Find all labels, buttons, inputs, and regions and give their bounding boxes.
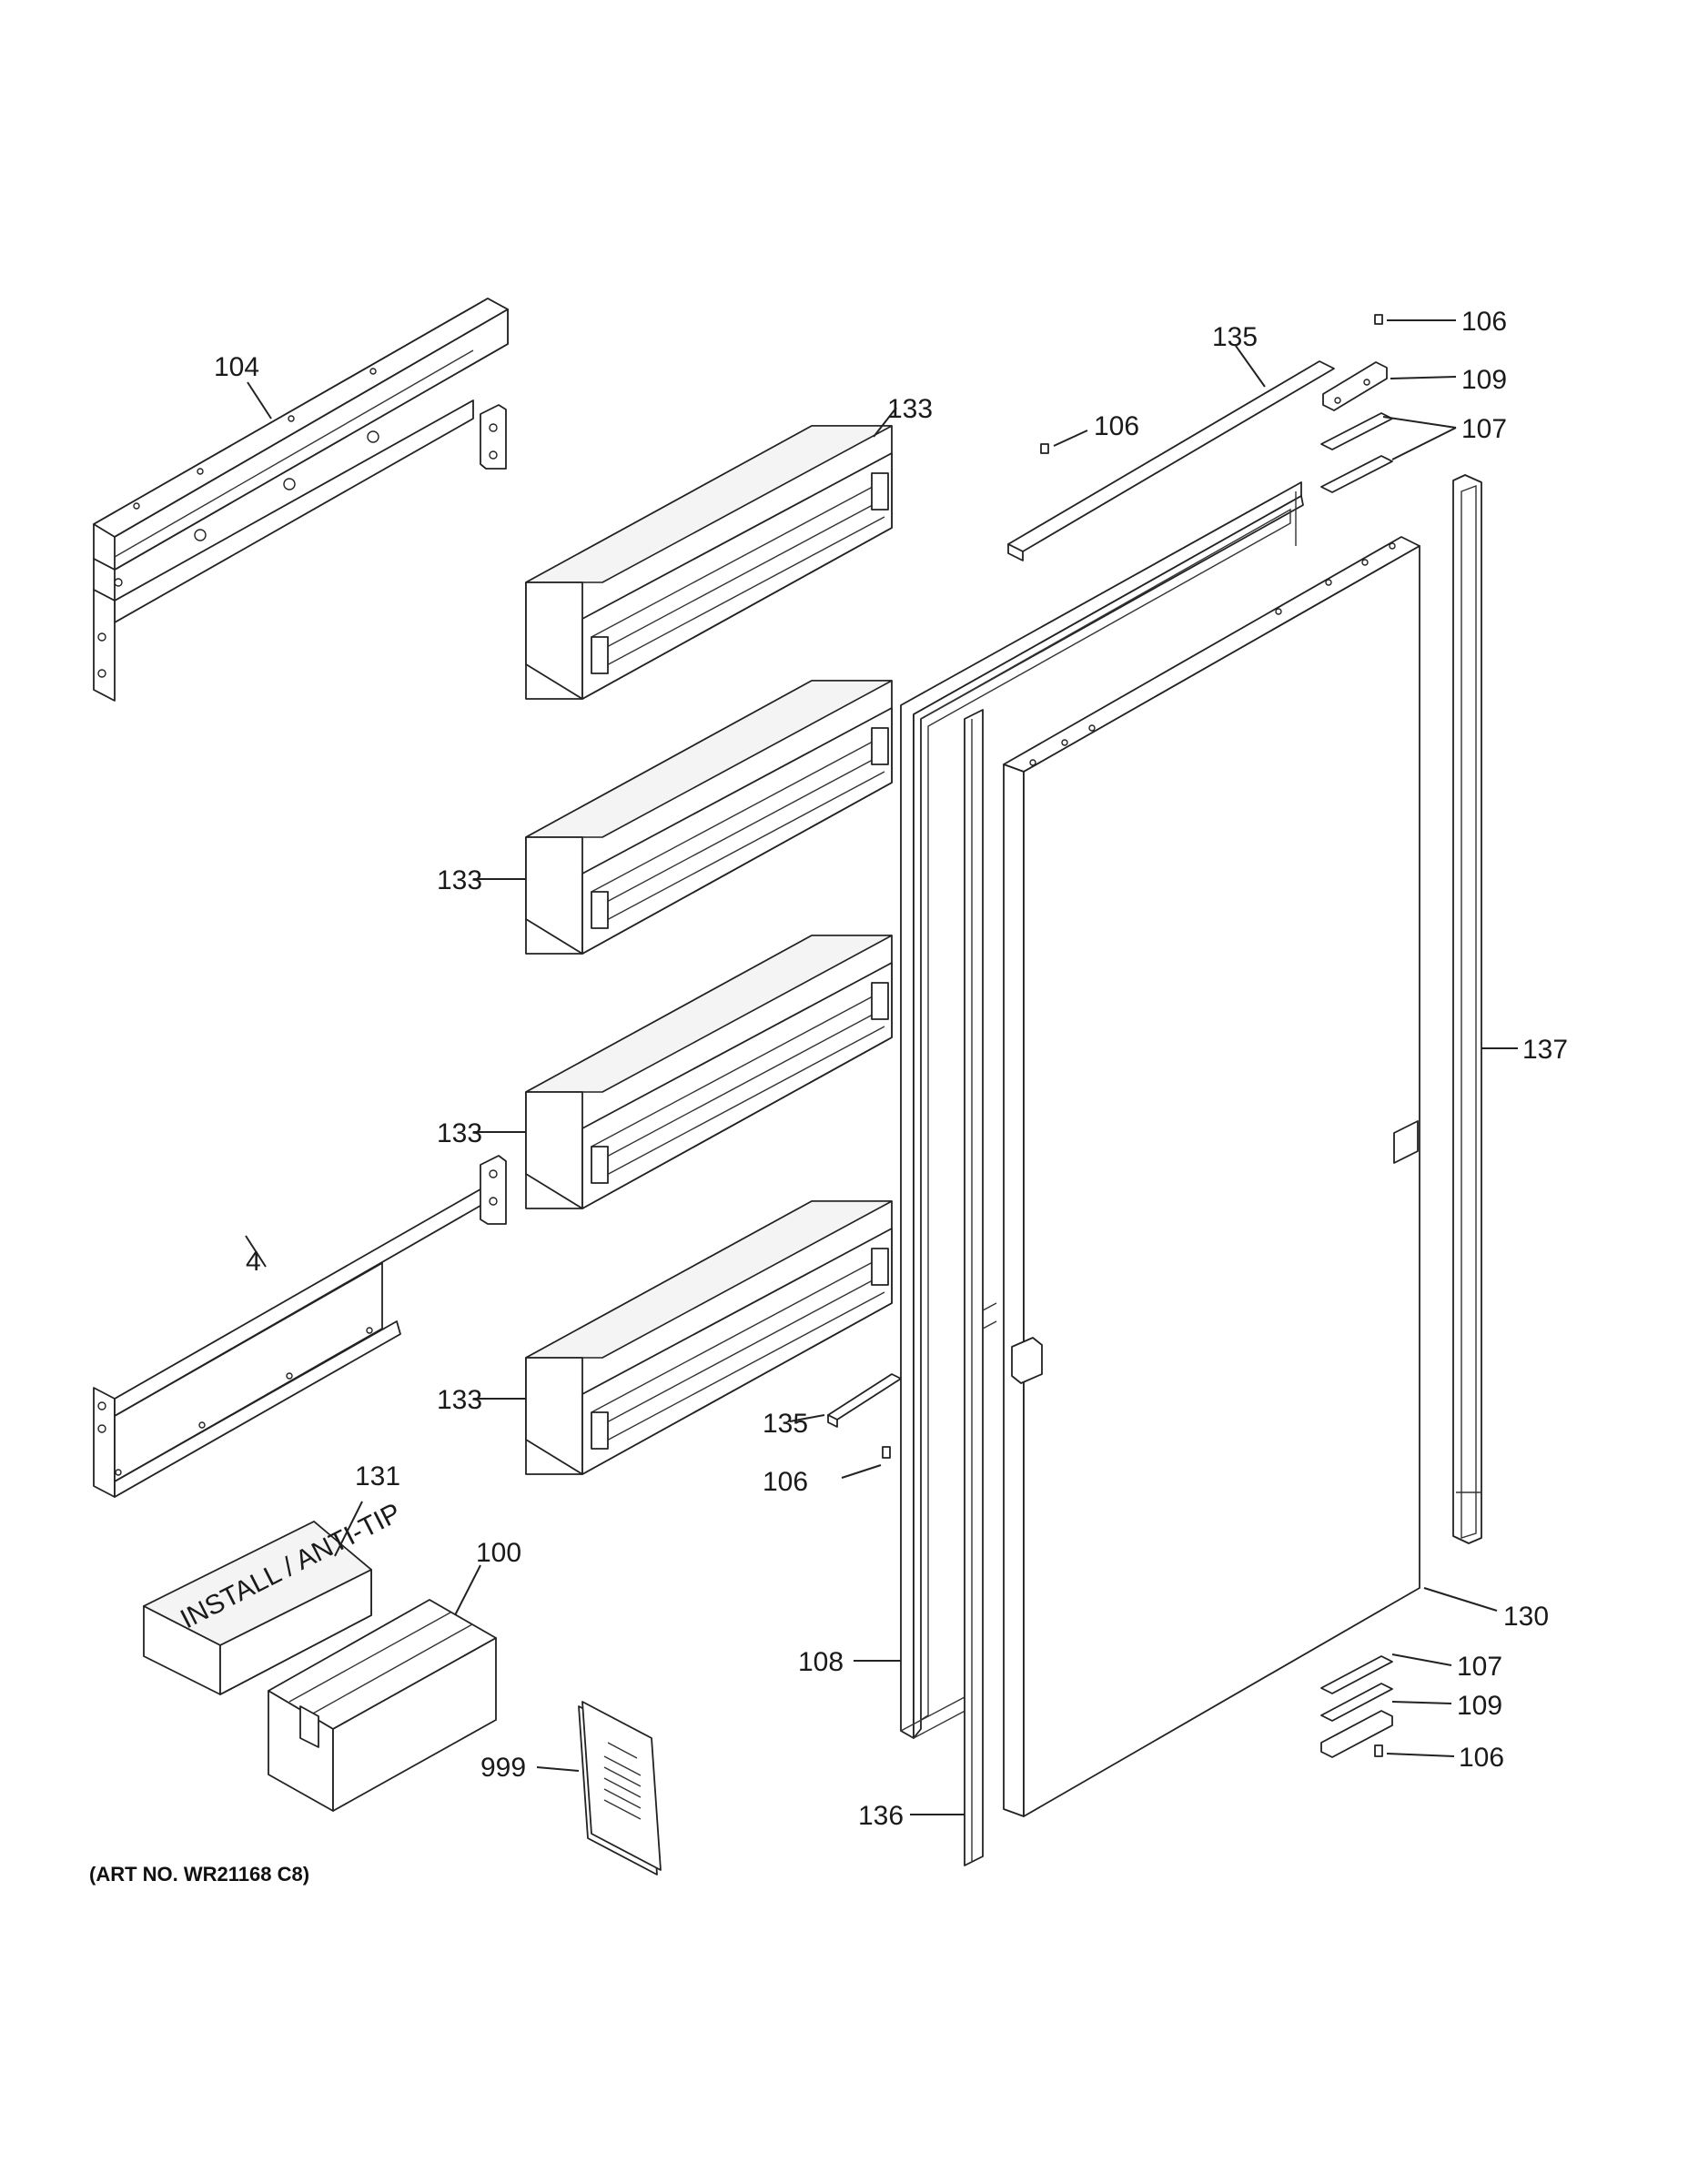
callout-106-mid: 106 <box>1094 411 1139 441</box>
part-136-vertical-trim <box>910 709 997 1866</box>
part-100-carton <box>268 1564 497 1812</box>
callout-999: 999 <box>480 1753 526 1783</box>
callout-106-low: 106 <box>763 1467 808 1497</box>
callout-130: 130 <box>1503 1602 1549 1632</box>
part-999-manual <box>536 1701 662 1876</box>
callout-133-top: 133 <box>887 394 933 424</box>
part-106-screws <box>841 314 1456 1757</box>
part-109-top-hinge <box>1322 361 1457 411</box>
callout-133-4: 133 <box>437 1385 482 1415</box>
part-137-side-trim <box>1452 474 1518 1544</box>
callout-108: 108 <box>798 1647 844 1677</box>
callout-136: 136 <box>858 1801 904 1831</box>
screw-top-right <box>1374 314 1456 325</box>
part-108-door-gasket <box>854 481 1304 1739</box>
callout-131: 131 <box>355 1461 400 1491</box>
callout-107-bottom: 107 <box>1457 1652 1502 1682</box>
part-4-lower-bracket <box>93 1155 507 1498</box>
art-number: (ART NO. WR21168 C8) <box>89 1863 309 1886</box>
callout-135-top: 135 <box>1212 322 1258 352</box>
part-109-bottom-hinge <box>1320 1701 1452 1758</box>
part-135-lower-rail <box>789 1373 902 1428</box>
callout-4: 4 <box>246 1247 261 1277</box>
part-133-door-bin-2 <box>473 680 893 955</box>
callout-104: 104 <box>214 352 259 382</box>
part-133-door-bin-3 <box>473 935 893 1209</box>
callout-106-top: 106 <box>1461 307 1507 337</box>
screw-bottom-right <box>1374 1744 1455 1757</box>
part-107-top-shims <box>1320 412 1457 493</box>
screw-low <box>841 1446 891 1479</box>
part-133-door-bin-1 <box>525 407 897 700</box>
part-104-top-bracket <box>93 298 509 702</box>
callout-133-2: 133 <box>437 865 482 895</box>
callout-109-bottom: 109 <box>1457 1691 1502 1721</box>
part-130-door-panel <box>1003 536 1498 1817</box>
callout-137: 137 <box>1522 1035 1568 1065</box>
callout-100: 100 <box>476 1538 521 1568</box>
part-133-door-bin-4 <box>473 1200 893 1475</box>
callout-106-bottom: 106 <box>1459 1743 1504 1773</box>
callout-109-top: 109 <box>1461 365 1507 395</box>
callout-133-3: 133 <box>437 1118 482 1148</box>
part-107-bottom-shims <box>1320 1653 1452 1722</box>
callout-135-low: 135 <box>763 1409 808 1439</box>
part-135-top-rail <box>1007 345 1335 561</box>
callout-107-top: 107 <box>1461 414 1507 444</box>
screw-mid <box>1040 430 1088 454</box>
